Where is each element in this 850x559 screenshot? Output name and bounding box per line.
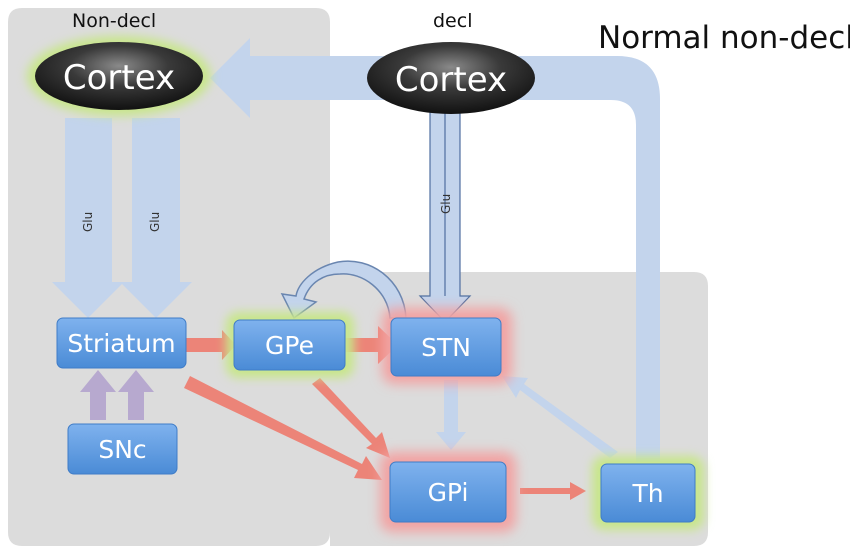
striatum-to-gpe-arrow <box>186 330 236 360</box>
cortex-decl-label: Cortex <box>395 60 507 100</box>
th-to-stn-arrow <box>502 376 618 458</box>
cortex-nondecl-caption: Non-decl <box>72 10 157 32</box>
snc-box <box>67 423 178 475</box>
node-gpe: GPe <box>233 319 346 371</box>
cortex-decl: Cortex <box>367 42 535 114</box>
cortex-decl-shape <box>367 42 535 114</box>
stn-box <box>390 317 502 377</box>
glu-arrow-right <box>120 118 192 318</box>
thalamus-to-cortex-arrow <box>210 38 660 462</box>
snc-label: SNc <box>98 435 146 464</box>
excitatory-arrows <box>436 376 618 458</box>
dopamine-arrow-left <box>80 370 116 420</box>
cortex-nondecl-label: Cortex <box>63 58 175 98</box>
node-th: Th <box>600 463 696 523</box>
th-box <box>600 463 696 523</box>
cortex-nondecl-shape <box>35 42 203 110</box>
cortex-decl-caption: decl <box>433 10 473 32</box>
glu-arrow-left <box>52 118 124 318</box>
gpi-label: GPi <box>428 478 469 507</box>
dopamine-arrows <box>80 370 154 420</box>
glu-label-right: Glu <box>148 212 162 232</box>
striatum-label: Striatum <box>67 329 175 358</box>
node-stn: STN <box>390 317 502 377</box>
glu-arrows-nondecl: Glu Glu <box>52 118 192 318</box>
stn-label: STN <box>421 333 471 362</box>
diagram-title: Normal non-decl. <box>598 20 850 56</box>
node-snc: SNc <box>67 423 178 475</box>
striatum-to-gpi-arrow <box>184 376 382 480</box>
node-striatum: Striatum <box>56 317 187 369</box>
cortex-nondecl: Cortex <box>27 36 211 116</box>
glu-label-decl: Glu <box>439 194 453 214</box>
glu-label-left: Glu <box>81 212 95 232</box>
gpe-box <box>233 319 346 371</box>
striatum-box <box>56 317 187 369</box>
gpi-to-th-arrow <box>520 482 586 500</box>
gpe-to-gpi-arrow <box>312 378 390 458</box>
node-gpi: GPi <box>389 461 507 523</box>
gpi-box <box>389 461 507 523</box>
gpe-label: GPe <box>265 331 314 360</box>
dopamine-arrow-right <box>118 370 154 420</box>
stn-to-gpi-arrow <box>436 380 466 450</box>
th-label: Th <box>631 479 663 508</box>
